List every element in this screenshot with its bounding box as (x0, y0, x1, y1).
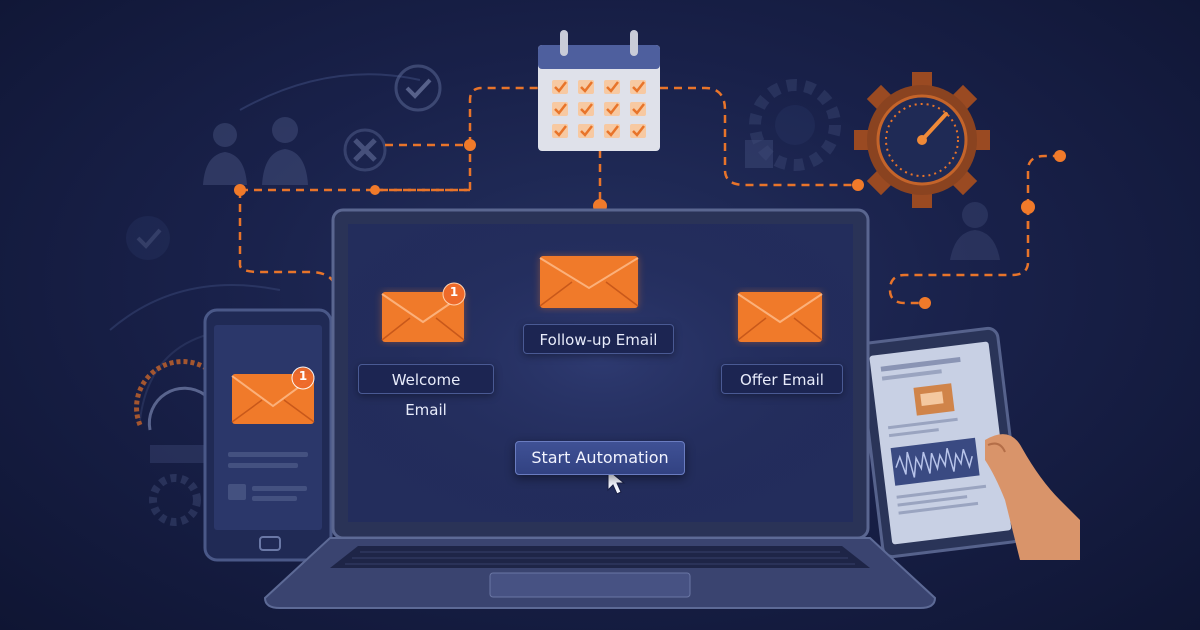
envelope-icon-followup (539, 256, 639, 308)
phone-badge: 1 (298, 369, 308, 383)
calendar-check-icon (606, 103, 619, 115)
welcome-email-label: Welcome Email (391, 371, 461, 419)
gear-icon (149, 474, 201, 526)
calendar-check-icon (580, 125, 593, 137)
followup-email-label: Follow-up Email (539, 331, 658, 349)
calendar-check-icon (554, 103, 567, 115)
envelope-icon-offer (737, 292, 823, 342)
start-automation-button[interactable]: Start Automation (515, 441, 685, 475)
calendar-check-icon (554, 81, 567, 93)
offer-email-label: Offer Email (740, 371, 824, 389)
envelope-icon-welcome (381, 282, 466, 342)
welcome-badge: 1 (449, 285, 459, 299)
phone-envelope-icon (231, 374, 315, 424)
calendar-check-icon (580, 103, 593, 115)
users-icon (203, 117, 308, 185)
cursor-icon (607, 468, 626, 495)
offer-email-node[interactable]: Offer Email (721, 364, 843, 394)
calendar-check-icon (606, 125, 619, 137)
welcome-email-node[interactable]: Welcome Email (358, 364, 494, 419)
calendar-check-icon (632, 103, 645, 115)
check-icon (394, 64, 442, 112)
followup-email-node[interactable]: Follow-up Email (523, 324, 674, 354)
calendar-check-icon (554, 125, 567, 137)
calendar-check-icon (632, 125, 645, 137)
calendar-check-icon (632, 81, 645, 93)
calendar-check-icon (606, 81, 619, 93)
calendar-check-icon (580, 81, 593, 93)
speedometer-icon (134, 359, 228, 463)
